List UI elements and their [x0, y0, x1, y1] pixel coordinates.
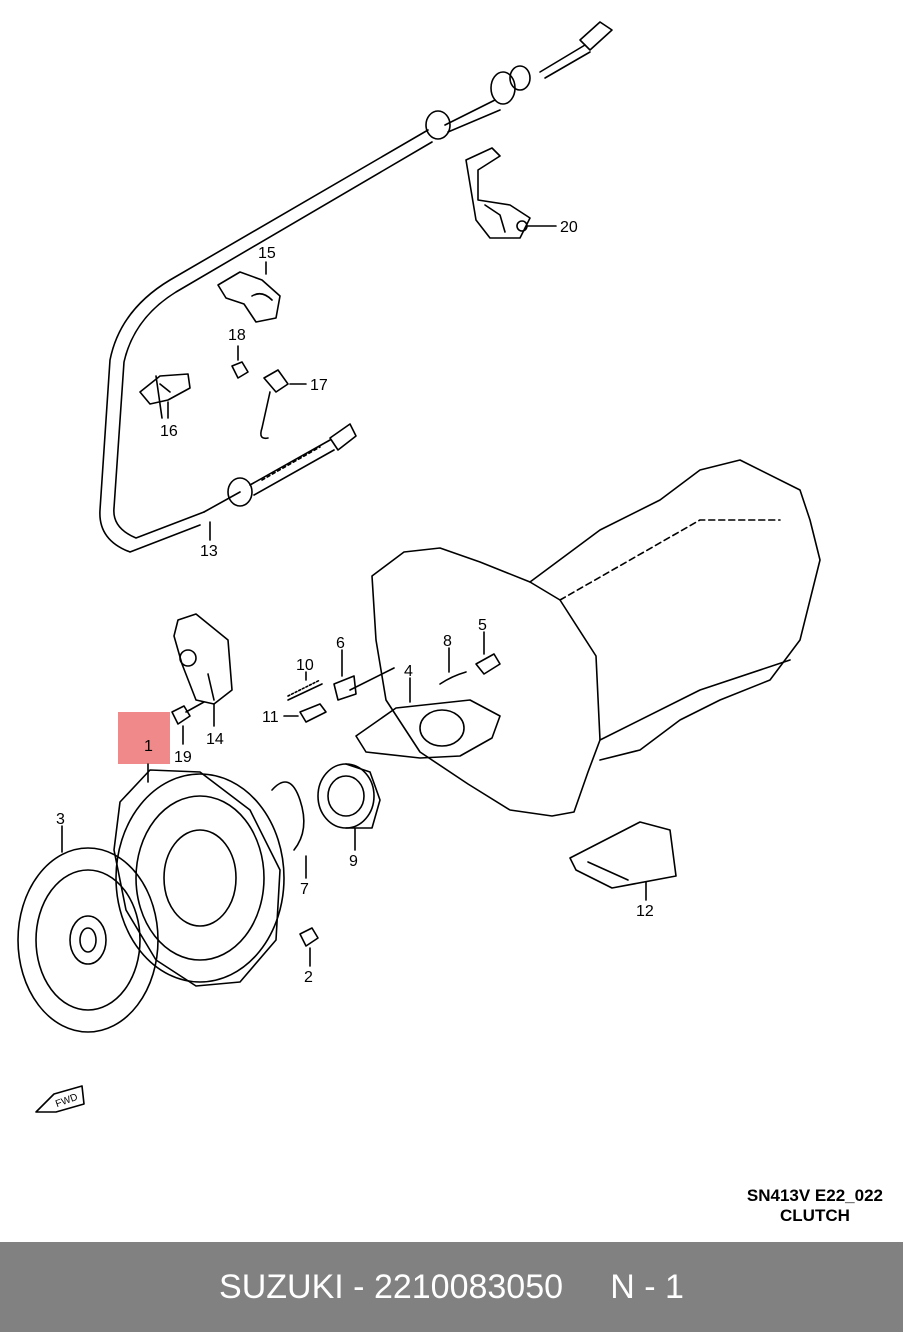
cable-clip-15	[217, 261, 281, 323]
callout-7: 7	[300, 881, 309, 898]
callout-3: 3	[56, 811, 65, 828]
clutch-disc-3	[17, 825, 159, 1033]
callout-1: 1	[144, 738, 153, 755]
cable-bracket-20	[465, 147, 557, 239]
release-lever-14	[173, 613, 233, 727]
pin-8	[439, 647, 467, 685]
diagram-caption: SN413V E22_022 CLUTCH	[747, 1186, 883, 1226]
part-1-highlight	[118, 712, 170, 764]
switch-5	[475, 631, 501, 675]
pressure-plate-1	[113, 763, 285, 987]
callout-2: 2	[304, 969, 313, 986]
fwd-arrow	[35, 1085, 85, 1113]
clutch-exploded-diagram: 1 2 3 4 5 6 7 8 9 10 11 12 13 14 15 16 1…	[17, 21, 821, 1113]
cable-holder-16	[139, 373, 191, 419]
bolt-2	[299, 927, 319, 967]
callout-11: 11	[262, 709, 279, 726]
callout-16: 16	[160, 423, 178, 440]
release-bearing-9	[317, 763, 381, 851]
diagram-code: SN413V E22_022	[746, 1186, 883, 1205]
callout-6: 6	[336, 635, 345, 652]
callout-8: 8	[443, 633, 452, 650]
callout-15: 15	[258, 245, 276, 262]
diagram-title: CLUTCH	[780, 1206, 850, 1225]
spring-10	[287, 671, 323, 701]
callout-13: 13	[200, 543, 218, 560]
callout-20: 20	[560, 219, 578, 236]
callout-9: 9	[349, 853, 358, 870]
bolt-19	[171, 701, 205, 745]
bracket-6	[333, 649, 357, 701]
callout-17: 17	[310, 377, 328, 394]
callout-4: 4	[404, 663, 413, 680]
nut-18	[231, 345, 249, 379]
callout-12: 12	[636, 903, 654, 920]
callout-19: 19	[174, 749, 192, 766]
release-fork-4	[349, 667, 501, 759]
clutch-cable	[99, 21, 613, 553]
footer-bar: SUZUKI - 2210083050 N - 1	[0, 1242, 903, 1332]
callout-18: 18	[228, 327, 246, 344]
bracket-12	[569, 821, 677, 901]
callout-10: 10	[296, 657, 314, 674]
bolt-11	[283, 703, 327, 723]
callout-5: 5	[478, 617, 487, 634]
spring-7	[271, 781, 307, 879]
callout-14: 14	[206, 731, 224, 748]
part-number-text: SUZUKI - 2210083050 N - 1	[219, 1267, 684, 1306]
transmission-housing	[371, 459, 821, 817]
return-spring-17	[260, 369, 307, 440]
